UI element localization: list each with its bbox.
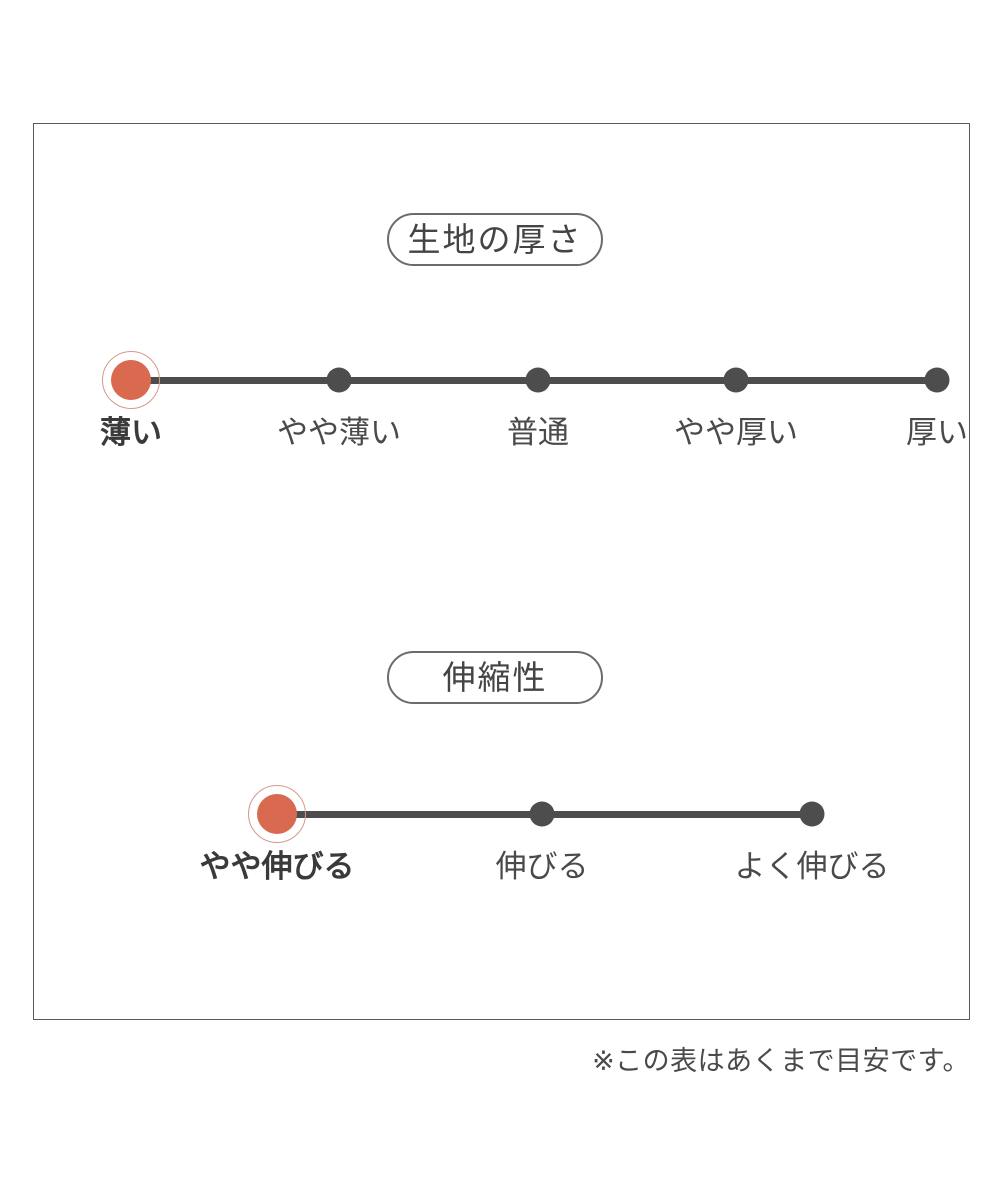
scale-thickness-selection-ring: [102, 351, 160, 409]
section-heading-thickness: 生地の厚さ: [387, 213, 603, 266]
disclaimer-note: ※この表はあくまで目安です。: [592, 1046, 970, 1076]
section-heading-stretch: 伸縮性: [387, 651, 603, 704]
scale-thickness-dot-1[interactable]: [326, 367, 352, 393]
scale-thickness-dot-3[interactable]: [723, 367, 749, 393]
section-heading-stretch-label: 伸縮性: [442, 659, 548, 696]
scale-thickness-dot-2[interactable]: [525, 367, 551, 393]
scale-stretch-label-1: 伸びる: [495, 849, 589, 884]
scale-stretch-label-0: やや伸びる: [199, 849, 355, 884]
scale-stretch: やや伸びる 伸びる よく伸びる: [34, 785, 971, 938]
scale-thickness-label-0: 薄い: [100, 415, 162, 450]
scale-thickness-label-1: やや薄い: [277, 415, 401, 450]
scale-stretch-selection-ring: [248, 785, 306, 843]
scale-stretch-dot-0[interactable]: [257, 794, 297, 834]
scale-thickness-label-2: 普通: [507, 415, 569, 450]
section-heading-thickness-label: 生地の厚さ: [407, 221, 583, 258]
scale-thickness-label-3: やや厚い: [674, 415, 798, 450]
scale-stretch-dot-2[interactable]: [799, 801, 825, 827]
scale-thickness: 薄い やや薄い 普通 やや厚い 厚い: [34, 351, 971, 504]
scale-thickness-dot-4[interactable]: [924, 367, 950, 393]
spec-table-frame: 生地の厚さ 薄い やや薄い 普通 やや厚い 厚い 伸縮性 やや伸びる 伸びる: [33, 123, 970, 1020]
scale-thickness-label-4: 厚い: [906, 415, 968, 450]
scale-thickness-dot-0[interactable]: [111, 360, 151, 400]
scale-stretch-label-2: よく伸びる: [734, 849, 890, 884]
scale-stretch-dot-1[interactable]: [529, 801, 555, 827]
